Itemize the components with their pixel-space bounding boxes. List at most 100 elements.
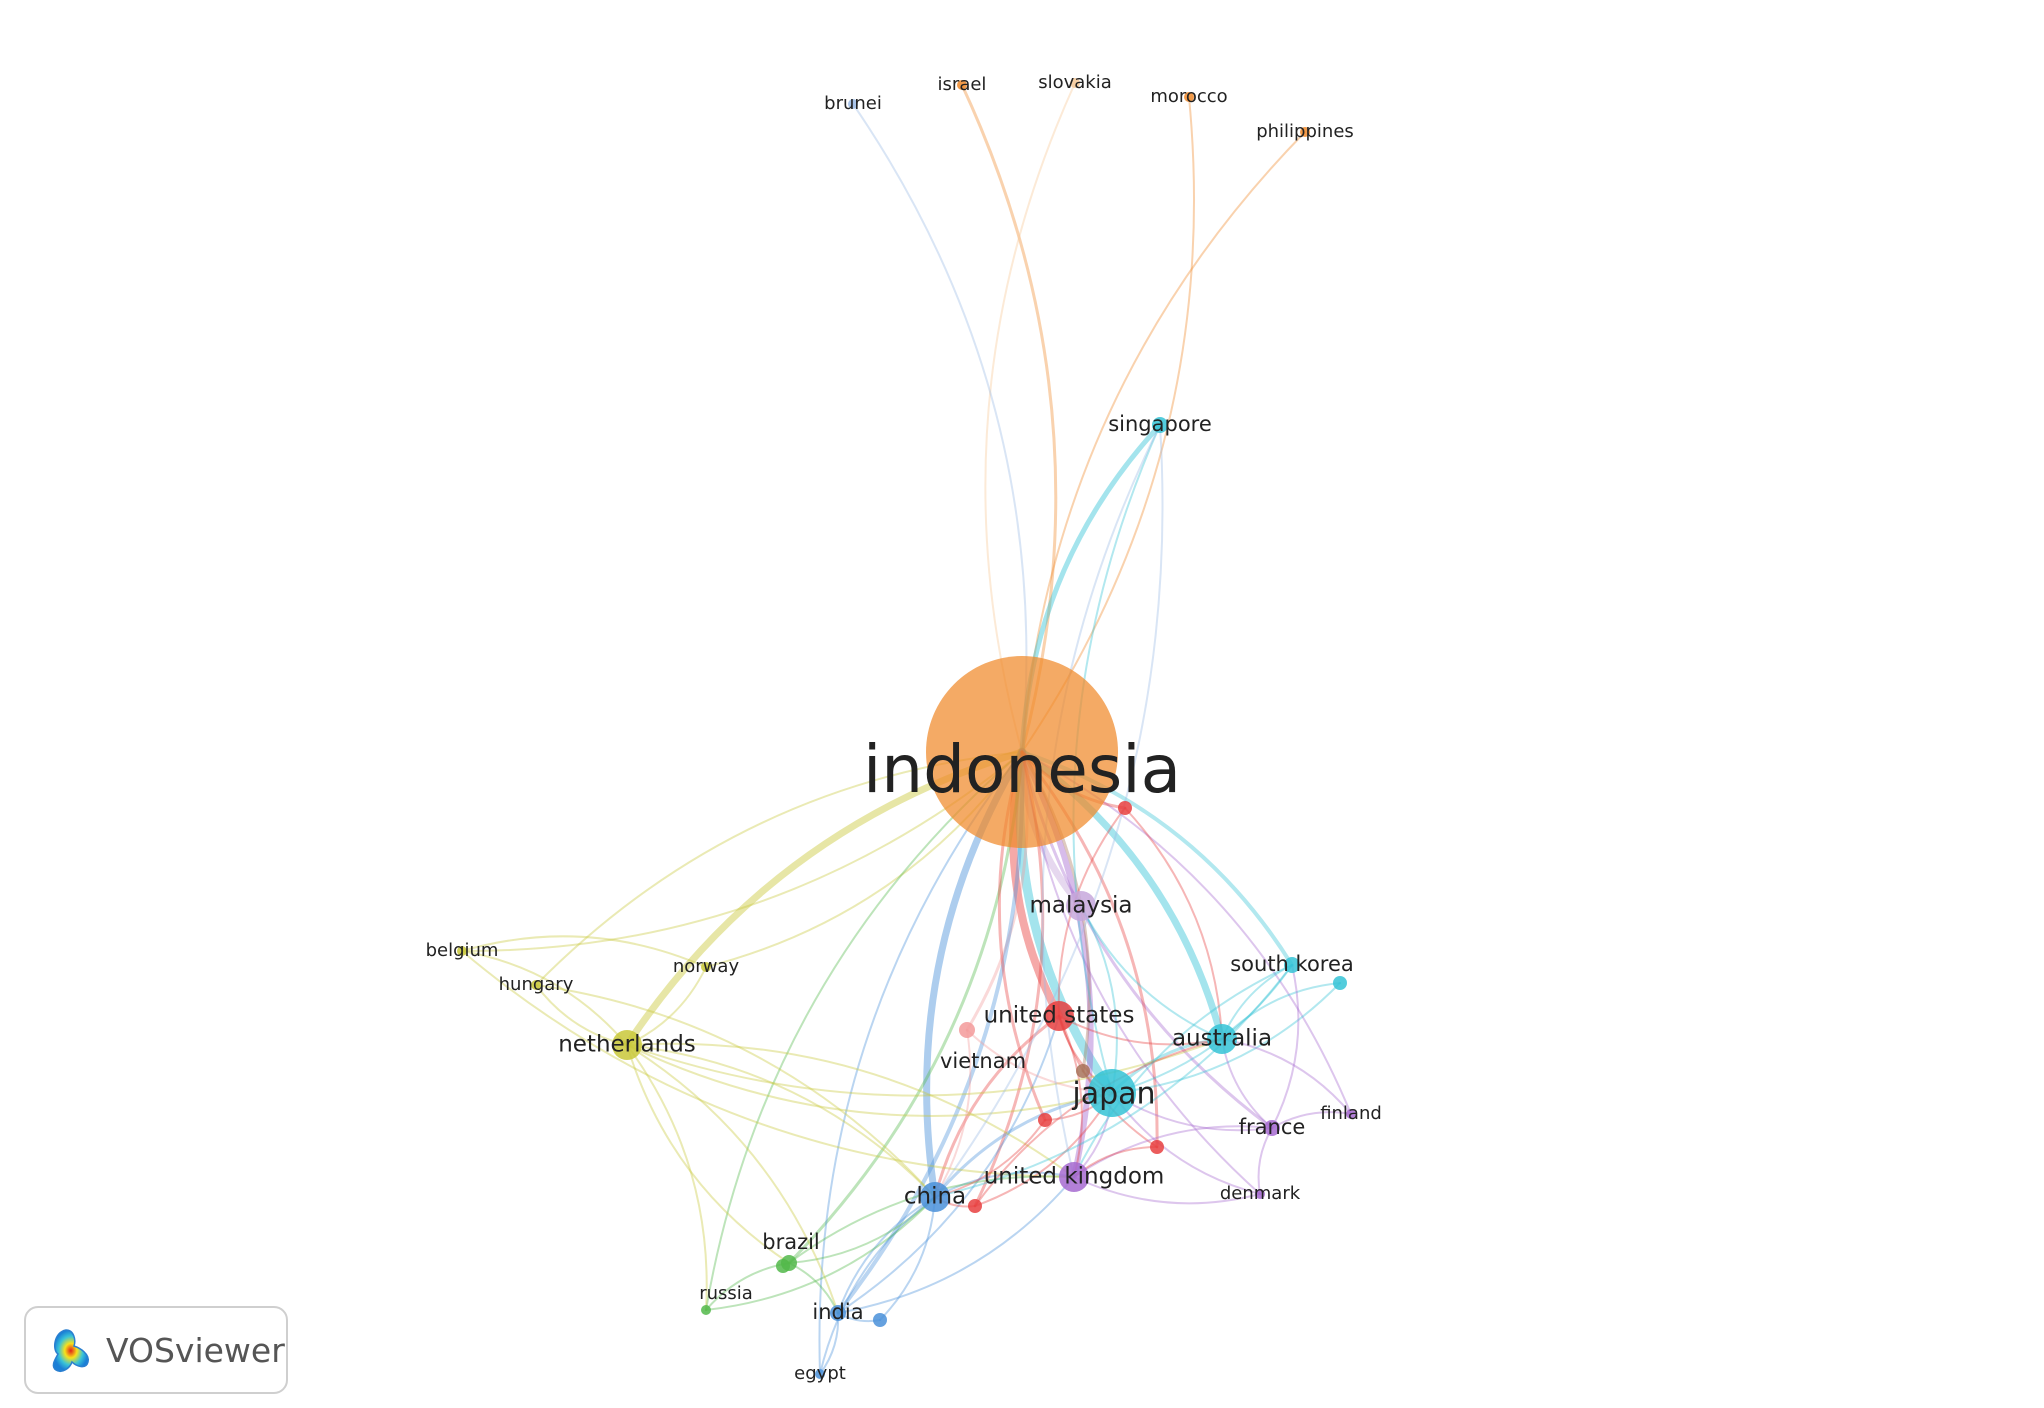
label-brunei: brunei xyxy=(824,93,882,114)
node-vietnam[interactable] xyxy=(959,1022,975,1038)
link-united-kingdom-france xyxy=(1073,1125,1273,1178)
link-layer xyxy=(461,82,1352,1375)
link-japan-china xyxy=(933,1091,1114,1199)
node-malaysia[interactable] xyxy=(1066,891,1096,921)
link-vietnam-china xyxy=(934,1029,972,1198)
link-united-kingdom-denmark xyxy=(1073,1176,1261,1205)
label-egypt: egypt xyxy=(794,1363,846,1384)
label-indonesia: indonesia xyxy=(863,731,1181,808)
node-israel[interactable] xyxy=(957,80,967,90)
label-japan: japan xyxy=(1071,1077,1155,1112)
link-netherlands-russia xyxy=(626,1044,708,1311)
link-indonesia-slovakia xyxy=(984,82,1076,753)
node-australia[interactable] xyxy=(1207,1024,1237,1054)
node-united-kingdom[interactable] xyxy=(1059,1162,1089,1192)
label-israel: israel xyxy=(938,74,987,95)
label-united-kingdom: united kingdom xyxy=(984,1164,1165,1190)
link-red-d-australia xyxy=(1124,807,1223,1040)
node-japan[interactable] xyxy=(1088,1069,1136,1117)
node-india[interactable] xyxy=(830,1305,846,1321)
link-japan-cyan-a xyxy=(1111,982,1341,1094)
link-hungary-china xyxy=(535,984,936,1198)
label-singapore: singapore xyxy=(1108,412,1212,436)
node-morocco[interactable] xyxy=(1184,92,1194,102)
node-red-a[interactable] xyxy=(968,1199,982,1213)
node-belgium[interactable] xyxy=(457,946,467,956)
link-south-korea-china xyxy=(934,964,1293,1198)
label-slovakia: slovakia xyxy=(1038,72,1112,93)
node-red-b[interactable] xyxy=(1038,1113,1052,1127)
node-red-c[interactable] xyxy=(1150,1140,1164,1154)
vosviewer-logo-icon xyxy=(52,1329,89,1373)
link-netherlands-india xyxy=(626,1044,839,1314)
label-russia: russia xyxy=(699,1283,753,1304)
link-finland-australia xyxy=(1221,1038,1352,1115)
label-finland: finland xyxy=(1320,1103,1382,1124)
node-finland[interactable] xyxy=(1346,1109,1356,1119)
link-united-states-india xyxy=(837,1015,1060,1314)
node-egypt[interactable] xyxy=(815,1369,825,1379)
link-united-states-australia xyxy=(1058,1015,1223,1046)
node-brunei[interactable] xyxy=(848,99,858,109)
link-indonesia-morocco xyxy=(1021,96,1196,753)
node-norway[interactable] xyxy=(701,962,711,972)
node-slovakia[interactable] xyxy=(1070,78,1080,88)
link-south-korea-france xyxy=(1271,964,1300,1129)
link-australia-cyan-a xyxy=(1221,982,1341,1040)
node-south-korea[interactable] xyxy=(1284,957,1300,973)
label-australia: australia xyxy=(1172,1026,1272,1052)
vosviewer-badge: VOSviewer xyxy=(24,1306,288,1394)
node-red-d[interactable] xyxy=(1118,801,1132,815)
link-south-korea-united-kingdom xyxy=(1073,964,1293,1178)
link-belgium-united-kingdom xyxy=(461,950,1075,1178)
link-china-egypt xyxy=(819,1196,936,1375)
label-philippines: philippines xyxy=(1256,121,1354,142)
link-red-b-china xyxy=(934,1119,1046,1198)
node-united-states[interactable] xyxy=(1044,1001,1074,1031)
link-china-blue-a xyxy=(879,1196,936,1321)
label-netherlands: netherlands xyxy=(558,1032,696,1058)
link-indonesia-brunei xyxy=(852,103,1028,753)
link-malaysia-japan xyxy=(1080,905,1118,1094)
link-indonesia-philippines xyxy=(1021,131,1306,753)
link-indonesia-egypt xyxy=(818,751,1023,1375)
link-netherlands-belgium xyxy=(461,950,628,1046)
node-france[interactable] xyxy=(1264,1120,1280,1136)
node-netherlands[interactable] xyxy=(612,1030,642,1060)
link-united-states-united-kingdom xyxy=(1058,1015,1083,1178)
label-norway: norway xyxy=(673,956,740,977)
label-india: india xyxy=(812,1300,863,1324)
node-hungary[interactable] xyxy=(531,980,541,990)
node-singapore[interactable] xyxy=(1152,417,1168,433)
node-brown-a[interactable] xyxy=(1076,1064,1090,1078)
node-denmark[interactable] xyxy=(1255,1189,1265,1199)
link-red-a-australia xyxy=(974,1038,1223,1207)
link-netherlands-australia xyxy=(626,1038,1223,1097)
node-china[interactable] xyxy=(920,1182,950,1212)
link-united-states-china xyxy=(933,1014,1061,1199)
label-south-korea: south korea xyxy=(1230,952,1354,976)
link-malaysia-australia xyxy=(1080,905,1223,1040)
label-malaysia: malaysia xyxy=(1029,893,1132,919)
node-cyan-a[interactable] xyxy=(1333,976,1347,990)
node-indonesia[interactable] xyxy=(926,656,1118,848)
label-denmark: denmark xyxy=(1220,1183,1301,1204)
link-singapore-china xyxy=(934,424,1164,1198)
node-russia[interactable] xyxy=(701,1305,711,1315)
link-indonesia-israel xyxy=(960,83,1058,754)
vosviewer-brand-label: VOSviewer xyxy=(106,1330,285,1370)
label-brazil: brazil xyxy=(762,1230,820,1254)
link-china-brazil xyxy=(788,1196,936,1264)
label-china: china xyxy=(904,1184,966,1210)
link-china-india xyxy=(837,1196,936,1314)
link-china-russia xyxy=(705,1196,936,1311)
node-layer xyxy=(457,78,1356,1379)
link-netherlands-brazil xyxy=(626,1044,790,1264)
node-philippines[interactable] xyxy=(1300,127,1310,137)
label-vietnam: vietnam xyxy=(940,1049,1026,1073)
node-brazil[interactable] xyxy=(781,1255,797,1271)
node-blue-a[interactable] xyxy=(873,1313,887,1327)
label-france: france xyxy=(1239,1115,1306,1139)
